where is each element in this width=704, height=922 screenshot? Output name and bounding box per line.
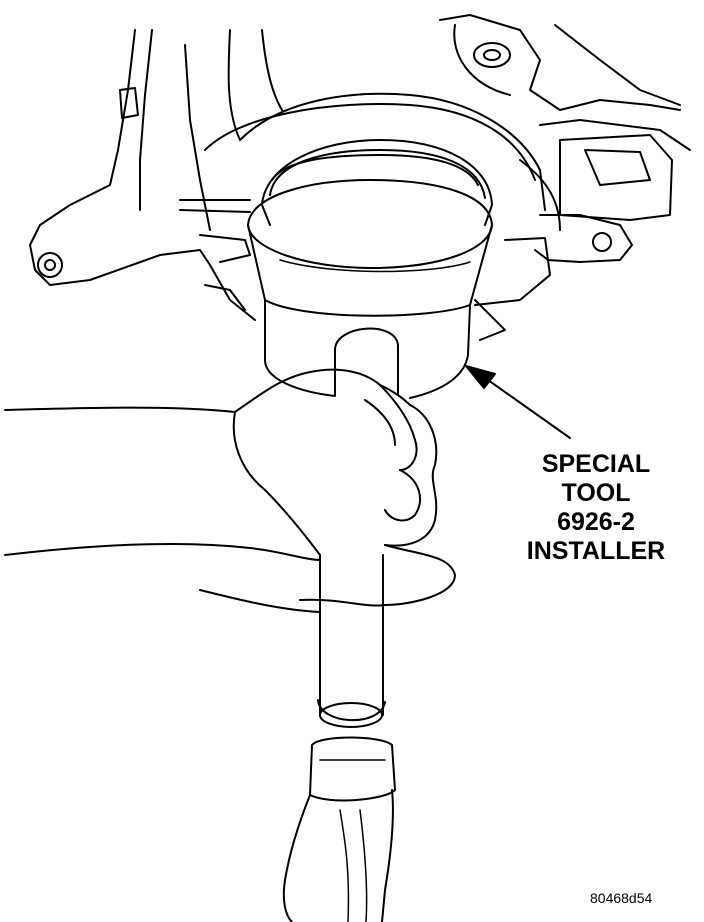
callout-line-3: 6926-2: [557, 508, 635, 536]
callout-label: SPECIAL TOOL 6926-2 INSTALLER: [506, 450, 686, 566]
driver-handle: [317, 327, 399, 728]
lower-hand: [282, 736, 396, 922]
callout-line-1: SPECIAL: [541, 450, 651, 478]
extension-housing-bore: [261, 139, 493, 226]
hand: [4, 368, 456, 613]
callout-line-4: INSTALLER: [526, 537, 666, 565]
figure-id: 80468d54: [590, 890, 653, 906]
transmission-housing: [29, 14, 691, 341]
pointer-arrow-icon: [465, 365, 571, 439]
callout-line-2: TOOL: [561, 479, 631, 507]
installer-tool: [247, 179, 493, 399]
